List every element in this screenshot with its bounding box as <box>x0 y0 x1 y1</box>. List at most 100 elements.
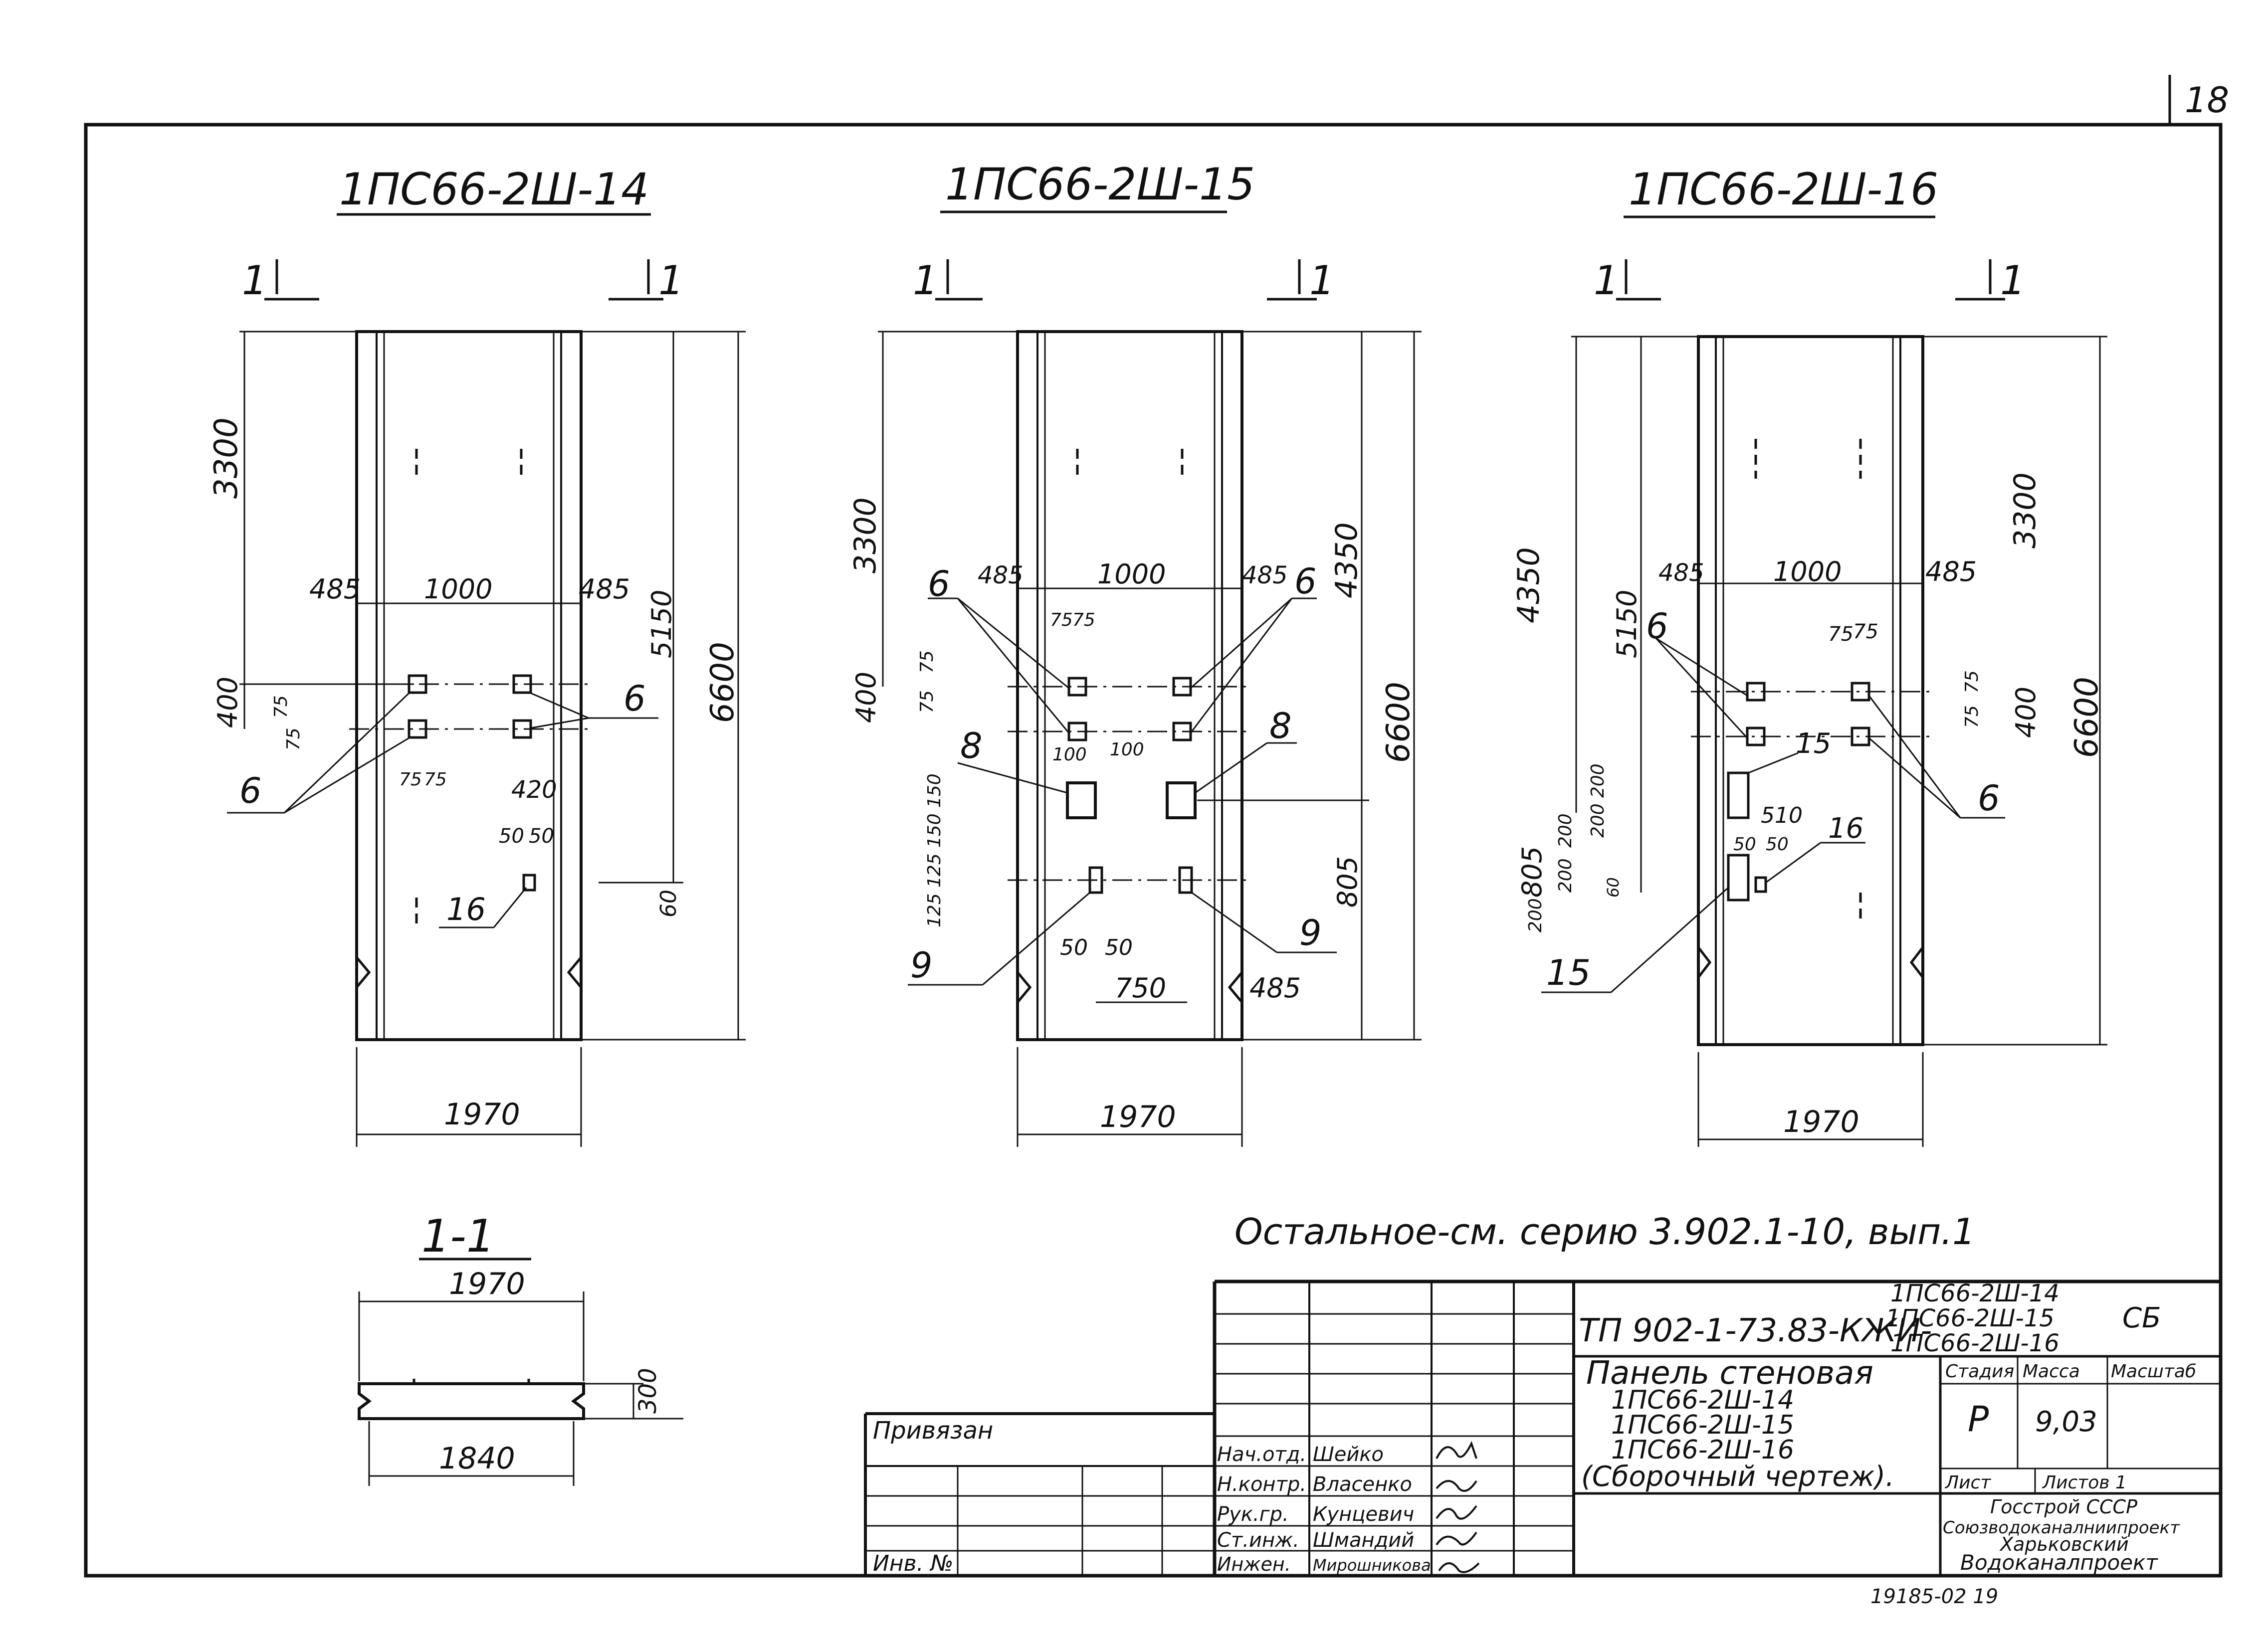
signature-mark <box>1436 1441 1477 1459</box>
leader <box>957 597 1069 689</box>
notch-left <box>1697 946 1712 978</box>
leader <box>530 692 589 719</box>
dim-50: 50 <box>1105 935 1133 960</box>
tb-privyazan: Привязан <box>873 1417 993 1445</box>
tb-sheets: Листов 1 <box>2042 1472 2127 1493</box>
dim-5150: 5150 <box>1611 590 1643 658</box>
bottom-stamp: 19185-02 19 <box>1870 1585 1998 1608</box>
leader <box>1765 842 1821 884</box>
tb-code-item: 1ПС66-2Ш-16 <box>1890 1329 2060 1357</box>
dim-485: 485 <box>1249 972 1301 1004</box>
dim-3300: 3300 <box>208 417 245 499</box>
mark-15: 15 <box>1546 952 1591 993</box>
section-profile <box>358 1382 585 1420</box>
dim-200: 200 <box>1588 803 1608 838</box>
tb-code-item: 1ПС66-2Ш-14 <box>1890 1280 2060 1307</box>
page-number: 18 <box>2185 80 2229 121</box>
dim-75: 75 <box>271 695 291 718</box>
title-block: Привязан Инв. № Нач.отд. Шейко Н.контр. … <box>864 1280 2221 1576</box>
panel-outline <box>1697 335 1924 1046</box>
tb-stage: Р <box>1968 1399 1989 1440</box>
dim-50: 50 <box>529 825 554 848</box>
dim-400: 400 <box>2010 687 2042 738</box>
dim-75: 75 <box>424 769 447 790</box>
section-thickness: 300 <box>634 1368 662 1414</box>
cut-label-right: 1 <box>2000 257 2026 304</box>
tb-col-stage: Стадия <box>1945 1361 2014 1382</box>
dim-150: 150 <box>924 773 945 808</box>
dim-50: 50 <box>1060 935 1088 960</box>
tb-inv: Инв. № <box>873 1551 953 1576</box>
signature-mark <box>1438 1562 1480 1573</box>
tb-col-scale: Масштаб <box>2111 1361 2196 1382</box>
leader <box>1195 742 1267 794</box>
tb-org: Харьковский <box>1999 1533 2129 1555</box>
dim-1000: 1000 <box>424 573 492 605</box>
panel-15: 1ПС66-2Ш-15 1 1 3300 400 75 75 75 <box>848 159 1422 1147</box>
dim-50: 50 <box>499 825 524 848</box>
cut-label-right: 1 <box>658 257 684 304</box>
tb-staff-role: Рук.гр. <box>1217 1503 1289 1526</box>
notch-right <box>567 956 582 988</box>
signature-mark <box>1436 1505 1477 1520</box>
section-top-width: 1970 <box>449 1267 525 1301</box>
leader <box>1655 637 1748 739</box>
tb-sheet: Лист <box>1944 1472 1991 1493</box>
cut-label-left: 1 <box>913 257 938 304</box>
mark-8: 8 <box>1269 706 1292 746</box>
mark-16: 16 <box>446 891 486 927</box>
dim-150: 150 <box>924 813 945 848</box>
notch-left <box>1017 971 1032 1003</box>
notch-right <box>1909 946 1924 978</box>
dim-200: 200 <box>1588 763 1608 798</box>
leader <box>982 892 1090 986</box>
dim-50: 50 <box>1766 834 1789 855</box>
tb-name-item: 1ПС66-2Ш-16 <box>1611 1435 1794 1465</box>
tb-name-kind: (Сборочный чертеж). <box>1581 1461 1894 1493</box>
dim-6600: 6600 <box>1380 682 1417 763</box>
dim-75: 75 <box>917 650 937 673</box>
dim-4350: 4350 <box>1329 522 1364 598</box>
dim-510: 510 <box>1761 803 1803 828</box>
leader <box>957 762 1068 794</box>
dim-75: 75 <box>1072 610 1095 630</box>
dim-750: 750 <box>1115 972 1166 1004</box>
section-title: 1-1 <box>421 1210 495 1263</box>
sheet-frame <box>84 123 2223 1578</box>
embedded-plate-large <box>1166 781 1197 819</box>
mark-6: 6 <box>623 678 646 719</box>
tb-staff-name: Шмандий <box>1313 1529 1414 1552</box>
dim-3300: 3300 <box>848 497 883 573</box>
section-1-1: 1-1 1970 300 1840 <box>358 1210 683 1486</box>
dim-75: 75 <box>917 690 937 713</box>
dim-125: 125 <box>924 853 945 888</box>
panel-16: 1ПС66-2Ш-16 1 1 4350 5150 805 200 200 <box>1511 164 2107 1147</box>
dim-6600: 6600 <box>704 642 741 723</box>
tb-code: ТП 902-1-73.83-КЖИ- <box>1579 1312 1932 1349</box>
dim-400: 400 <box>850 672 882 723</box>
dim-4350: 4350 <box>1511 547 1546 623</box>
tb-staff-name: Кунцевич <box>1313 1503 1414 1526</box>
dim-1000: 1000 <box>1097 558 1166 590</box>
tb-staff-role: Нач.отд. <box>1217 1443 1306 1466</box>
leader <box>1191 892 1277 953</box>
dim-805: 805 <box>1516 846 1548 898</box>
dim-485: 485 <box>579 573 630 605</box>
dim-60: 60 <box>656 890 681 917</box>
leader <box>1611 887 1729 993</box>
tb-org: Госстрой СССР <box>1990 1496 2137 1518</box>
section-bottom-width: 1840 <box>439 1441 515 1476</box>
dim-1970: 1970 <box>444 1097 520 1132</box>
leader <box>493 887 527 928</box>
mark-6: 6 <box>1646 606 1668 647</box>
tb-org: Союзводоканалниипроект <box>1943 1518 2180 1538</box>
dim-1000: 1000 <box>1773 556 1842 587</box>
mark-6: 6 <box>239 770 262 811</box>
leader <box>530 717 589 729</box>
signature-mark <box>1436 1480 1477 1492</box>
mark-8: 8 <box>960 726 983 766</box>
tb-org: Водоканалпроект <box>1960 1550 2158 1575</box>
tb-name: Панель стеновая <box>1586 1355 1873 1392</box>
dim-485: 485 <box>1658 559 1704 587</box>
